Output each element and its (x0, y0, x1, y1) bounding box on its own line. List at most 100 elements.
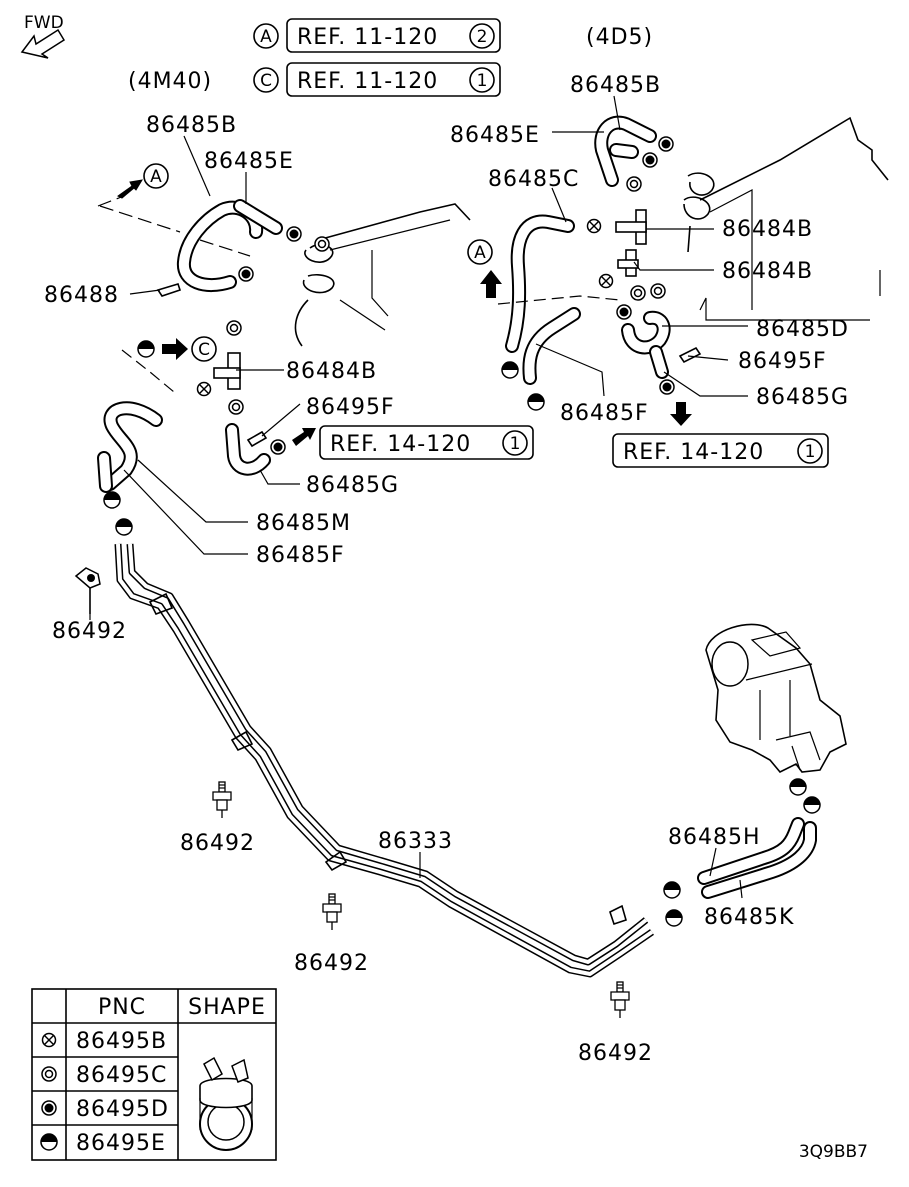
label-86333: 86333 (378, 829, 453, 854)
label-86485g-left: 86485G (306, 473, 399, 498)
leader-lines (89, 95, 748, 899)
clamp-86495e-icon (789, 778, 807, 796)
rear-heater-unit (705, 623, 847, 773)
joint-86484b-right-upper (615, 209, 647, 245)
filled-circle-icon (41, 1100, 57, 1116)
label-86484b-left: 86484B (286, 359, 377, 384)
marker-c-left: C (121, 336, 217, 393)
clamp-86495c-icon (228, 399, 244, 415)
hose-86485e-left (233, 199, 283, 235)
clip-86488 (156, 283, 182, 297)
clamp-86495b-icon (586, 218, 602, 234)
legend-table: PNC SHAPE 86495B 86495C 86495D 86495E (31, 988, 277, 1161)
clamp-86495e-icon (665, 909, 683, 927)
clamp-86495c-icon (650, 283, 666, 299)
clamp-86495c-icon (314, 236, 330, 252)
label-86492-1: 86492 (52, 619, 127, 644)
marker-a-left: A (97, 163, 251, 257)
left-heater-valve (294, 243, 335, 347)
clamp-86495d-icon (616, 304, 632, 320)
label-86485h: 86485H (668, 825, 761, 850)
label-86492-4: 86492 (578, 1041, 653, 1066)
hose-86485f-right (522, 307, 581, 385)
clamp-86495d-icon (659, 379, 675, 395)
ref-a-number: 2 (477, 27, 488, 47)
label-86485d: 86485D (756, 317, 849, 342)
clamp-86495e-icon (803, 796, 821, 814)
joint-86484b-right-lower (617, 249, 639, 277)
svg-text:C: C (198, 340, 210, 360)
svg-text:REF. 14-120: REF. 14-120 (623, 440, 764, 465)
label-86485c: 86485C (488, 167, 579, 192)
bolt-86492-icon (212, 781, 232, 819)
joint-86484b-left (213, 352, 241, 390)
half-circle-icon (40, 1133, 58, 1151)
label-86485m: 86485M (256, 511, 351, 536)
clamp-86495d-icon (642, 152, 658, 168)
clamp-86495e-icon (115, 518, 133, 536)
legend-header-shape: SHAPE (188, 995, 266, 1020)
hose-86485h (697, 817, 805, 885)
tube-clips (148, 592, 627, 926)
fwd-label: FWD (24, 13, 64, 33)
label-86484b-right-1: 86484B (722, 217, 813, 242)
label-86485e-left: 86485E (204, 149, 294, 174)
label-86484b-right-2: 86484B (722, 259, 813, 284)
tube-86333 (114, 543, 654, 978)
hose-86485e-right (609, 143, 639, 159)
clamp-86495b-icon (196, 381, 212, 397)
label-86485f-left: 86485F (256, 543, 345, 568)
ref-c-text: REF. 11-120 (297, 69, 438, 94)
clip-86495f-left (246, 430, 268, 448)
hose-86485b-right (594, 115, 657, 187)
clamp-86495d-icon (286, 226, 302, 242)
ref-a-marker: A (260, 27, 272, 47)
engine-4m40-label: (4M40) (128, 69, 212, 94)
ref-a-callout: A REF. 11-120 2 (253, 18, 501, 53)
legend-header-pnc: PNC (98, 995, 146, 1020)
right-engine-outline (699, 116, 889, 321)
label-86485k: 86485K (704, 905, 794, 930)
left-engine-outline (317, 203, 471, 331)
arrow-icon (292, 428, 316, 446)
marker-a-right: A (467, 239, 621, 305)
clamp-86495e-icon (527, 393, 545, 411)
cross-circle-icon (41, 1032, 57, 1048)
fwd-arrow-icon (20, 28, 66, 59)
label-86492-3: 86492 (294, 951, 369, 976)
legend-pnc-4: 86495E (76, 1131, 166, 1156)
label-86485g-right: 86485G (756, 385, 849, 410)
legend-pnc-1: 86495B (76, 1029, 167, 1054)
label-86488: 86488 (44, 283, 119, 308)
svg-text:1: 1 (805, 442, 816, 462)
clamp-86495c-icon (630, 285, 646, 301)
hose-86485k (701, 821, 817, 899)
ref-c-callout: C REF. 11-120 1 (253, 62, 501, 97)
svg-text:1: 1 (510, 434, 521, 454)
ref-c-number: 1 (477, 71, 488, 91)
clamp-86495b-icon (598, 273, 614, 289)
bolt-86492-icon (610, 981, 630, 1019)
label-86495f-left: 86495F (306, 395, 395, 420)
hose-86485d (621, 310, 671, 355)
clamp-86495e-icon (663, 881, 681, 899)
diagram-code: 3Q9BB7 (799, 1142, 868, 1162)
label-86485f-right: 86485F (560, 401, 649, 426)
double-circle-icon (41, 1066, 57, 1082)
legend-pnc-3: 86495D (76, 1097, 169, 1122)
hose-86485m (97, 401, 163, 493)
hose-86485g-right (649, 345, 669, 379)
bolt-86492-icon (74, 567, 101, 614)
clamp-86495d-icon (270, 439, 286, 455)
clamp-86495e-icon (103, 491, 121, 509)
ref-a-text: REF. 11-120 (297, 25, 438, 50)
bolt-86492-icon (322, 893, 342, 931)
clamp-86495c-icon (626, 176, 642, 192)
label-86485b-right: 86485B (570, 73, 661, 98)
svg-text:REF. 14-120: REF. 14-120 (330, 432, 471, 457)
legend-pnc-2: 86495C (76, 1063, 167, 1088)
hose-clamp-shape-icon (199, 1056, 253, 1151)
clamp-86495d-icon (658, 136, 674, 152)
arrow-icon (670, 402, 692, 426)
